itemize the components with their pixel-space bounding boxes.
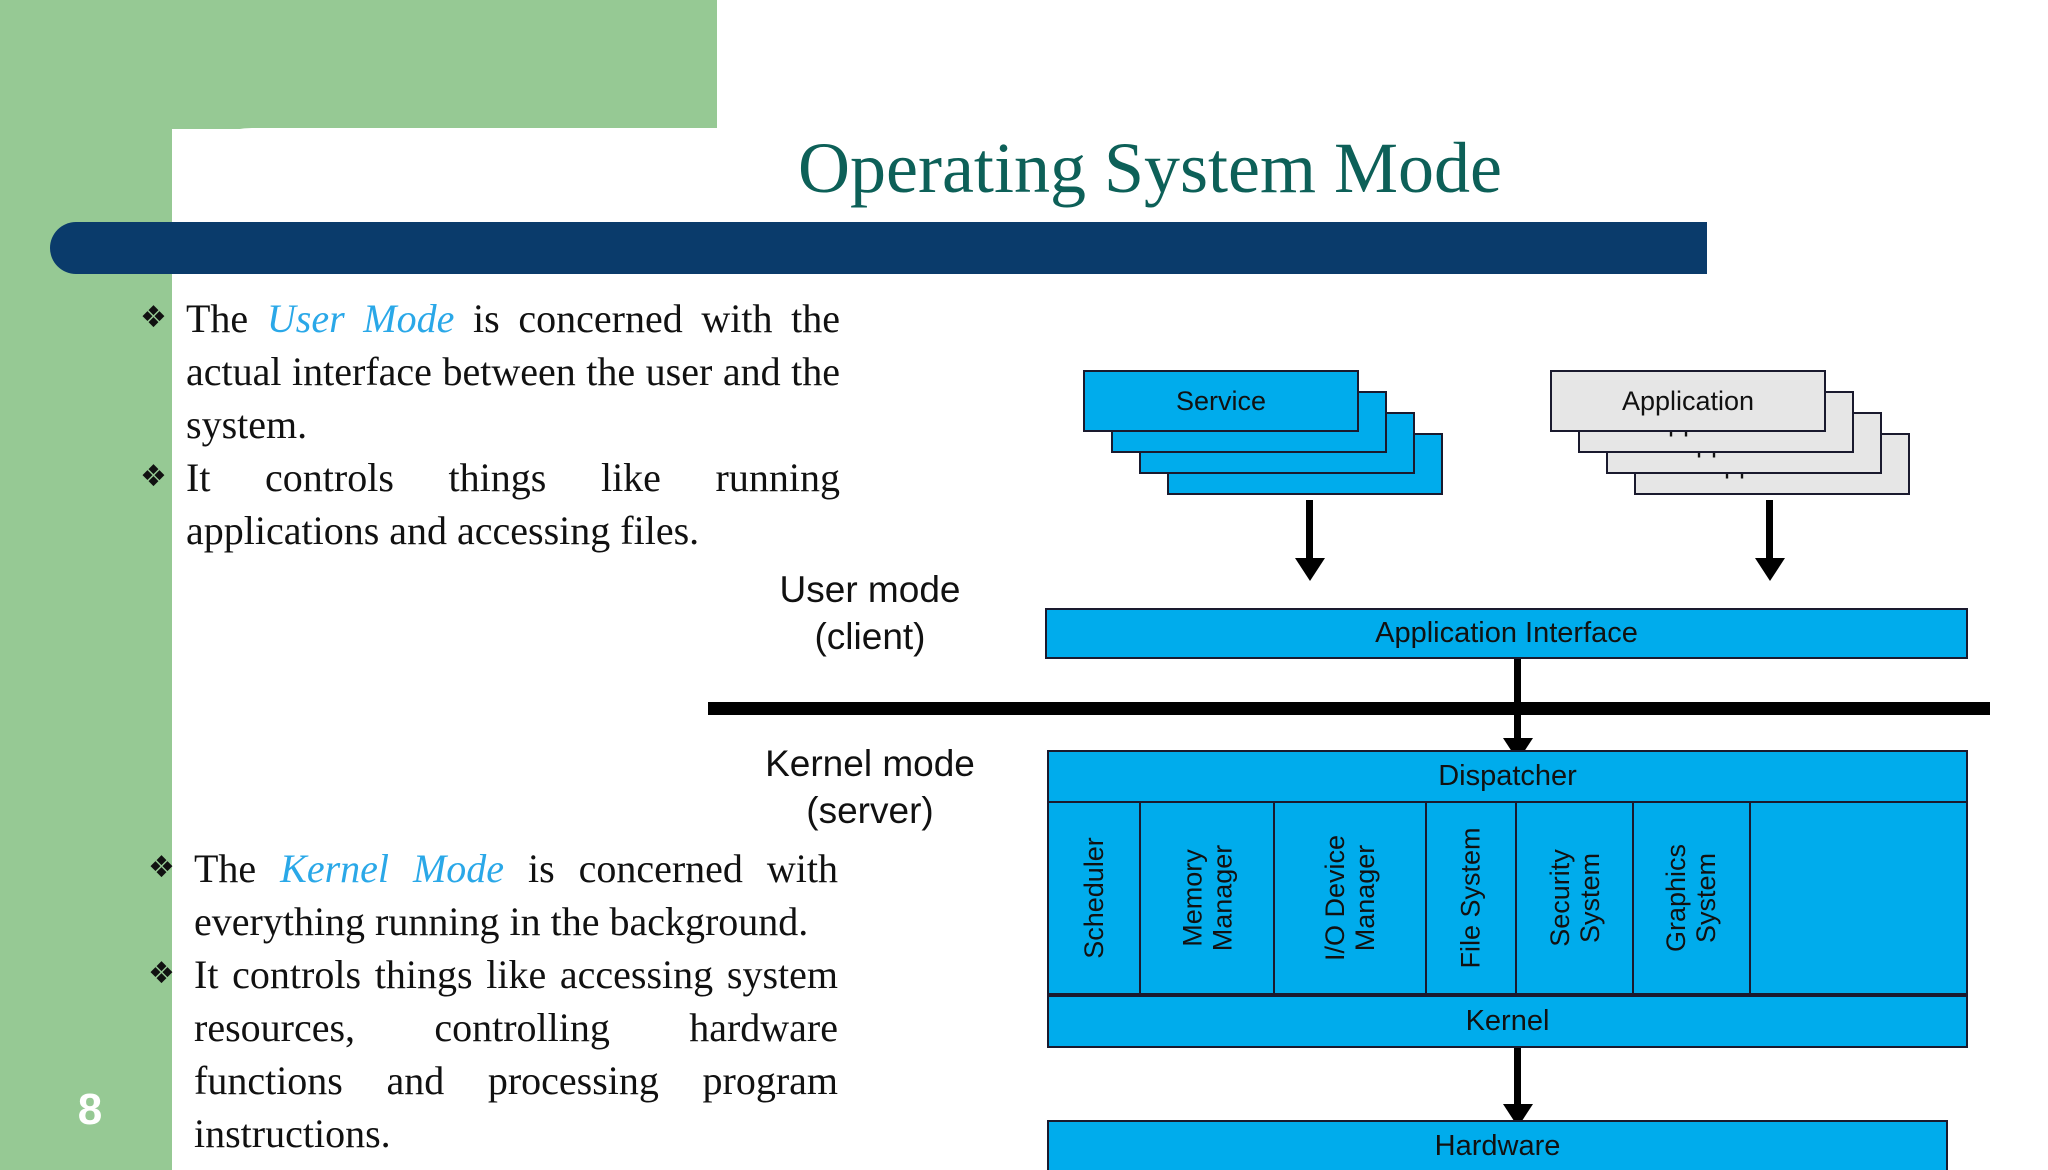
service-box-1: Service	[1083, 370, 1359, 432]
page-title: Operating System Mode	[798, 128, 1502, 208]
kernel-column-label: Scheduler	[1079, 837, 1109, 959]
label-kernel-mode-line1: Kernel mode	[765, 743, 975, 784]
label-user-mode-line1: User mode	[779, 569, 961, 610]
label-user-mode: User mode (client)	[720, 566, 1020, 660]
kernel-column-label: File System	[1456, 827, 1486, 969]
label-user-mode-line2: (client)	[814, 616, 926, 657]
bullet-lead: The	[186, 296, 267, 341]
kernel-box: Kernel	[1047, 995, 1968, 1048]
bullet-lead: The	[194, 846, 281, 891]
title-underline-bar	[50, 222, 1707, 274]
bullet-emphasis: Kernel Mode	[280, 846, 505, 891]
application-stack: Application Application Application Appl…	[1550, 370, 1910, 500]
list-item: ❖ It controls things like running applic…	[140, 451, 840, 557]
diamond-bullet-icon: ❖	[148, 1160, 194, 1170]
label-kernel-mode-line2: (server)	[806, 790, 934, 831]
label-kernel-mode: Kernel mode (server)	[720, 740, 1020, 834]
page-number: 8	[77, 1085, 103, 1134]
bullet-text: System calls are used to change mode fro…	[194, 1160, 838, 1170]
arrow-service-to-interface-head	[1295, 558, 1325, 581]
arrow-kernel-to-hardware-line	[1514, 1048, 1521, 1110]
header-green-block	[0, 0, 717, 129]
list-item: ❖ It controls things like accessing syst…	[148, 948, 838, 1160]
bullet-text: The Kernel Mode is concerned with everyt…	[194, 842, 838, 948]
diamond-bullet-icon: ❖	[140, 300, 167, 335]
diamond-bullet-icon: ❖	[148, 850, 175, 885]
bullet-rest: is concerned with the actual interface b…	[186, 296, 841, 447]
list-item: ❖ System calls are used to change mode f…	[148, 1160, 838, 1170]
bullet-list-user-mode: ❖ The User Mode is concerned with the ac…	[140, 292, 840, 557]
dispatcher-box: Dispatcher	[1047, 750, 1968, 803]
hardware-box: Hardware	[1047, 1120, 1948, 1170]
bullet-list-kernel-mode: ❖ The Kernel Mode is concerned with ever…	[148, 842, 838, 1170]
user-kernel-boundary-line	[708, 702, 1990, 715]
arrow-application-to-interface-head	[1755, 558, 1785, 581]
diamond-bullet-icon: ❖	[140, 459, 167, 494]
bullet-text: It controls things like running applicat…	[186, 455, 840, 553]
diamond-bullet-icon: ❖	[148, 956, 175, 991]
application-interface-box: Application Interface	[1045, 608, 1968, 659]
sidebar-green-strip	[0, 0, 172, 1170]
bullet-text: The User Mode is concerned with the actu…	[186, 292, 840, 451]
bullet-rest: is concerned with everything running in …	[194, 846, 838, 944]
bullet-rest: are used to change mode from User to Ker…	[194, 1165, 838, 1170]
arrow-interface-to-dispatcher-line	[1514, 659, 1521, 744]
arrow-application-to-interface-line	[1766, 500, 1773, 563]
kernel-column-file-system: File System	[1427, 803, 1517, 993]
bullet-emphasis: System calls	[194, 1165, 429, 1170]
list-item: ❖ The User Mode is concerned with the ac…	[140, 292, 840, 451]
kernel-column-scheduler: Scheduler	[1049, 803, 1141, 993]
list-item: ❖ The Kernel Mode is concerned with ever…	[148, 842, 838, 948]
arrow-service-to-interface-line	[1306, 500, 1313, 563]
bullet-text: It controls things like accessing system…	[194, 952, 838, 1156]
application-box-1: Application	[1550, 370, 1826, 432]
service-stack: Service Service Service Service	[1083, 370, 1443, 500]
bullet-emphasis: User Mode	[266, 296, 455, 341]
